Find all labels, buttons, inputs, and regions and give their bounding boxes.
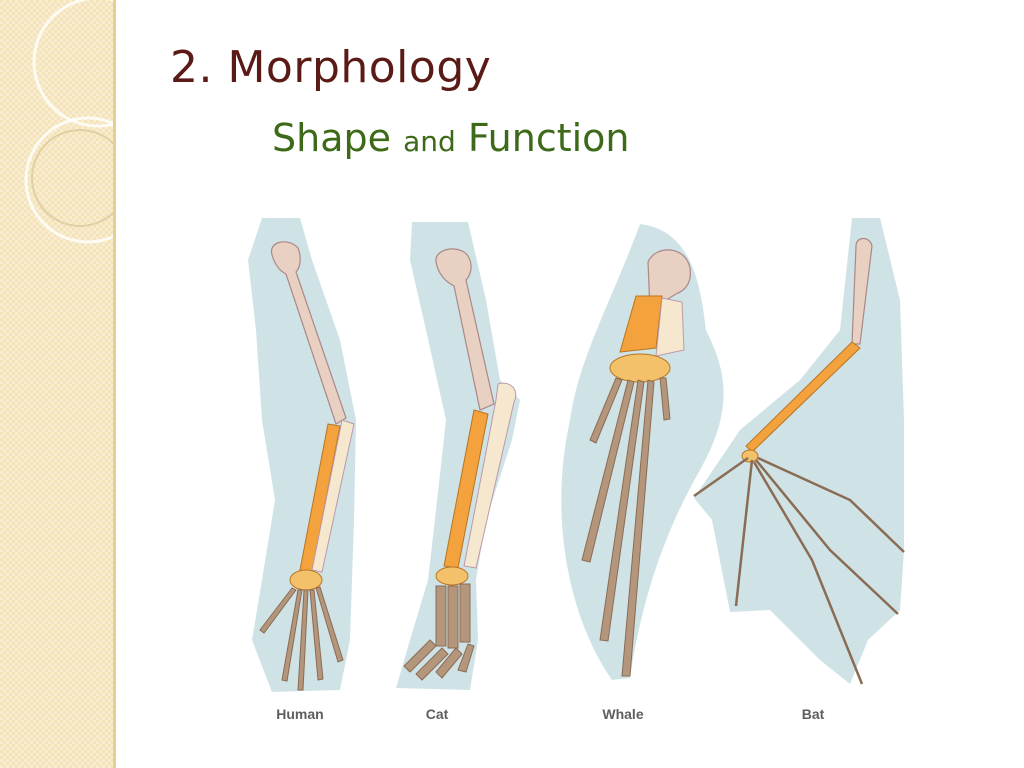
- label-whale: Whale: [602, 706, 644, 722]
- whale-radius: [619, 295, 663, 353]
- cat-carpals: [435, 566, 469, 586]
- subtitle-and: and: [403, 125, 456, 158]
- homologous-limbs-figure: [248, 218, 905, 692]
- slide-title: 2. Morphology: [170, 42, 492, 93]
- subtitle-function: Function: [467, 116, 630, 160]
- cat-humerus: [435, 248, 495, 411]
- bat-limb: [693, 218, 905, 685]
- label-bat: Bat: [801, 706, 825, 722]
- whale-limb: [561, 224, 724, 680]
- cat-digits: [403, 583, 475, 681]
- cat-limb-background: [396, 222, 520, 690]
- bat-digits: [693, 456, 905, 685]
- label-human: Human: [276, 706, 324, 722]
- subtitle-shape: Shape: [272, 116, 391, 160]
- slide-subtitle: Shape and Function: [272, 116, 630, 160]
- label-cat: Cat: [425, 706, 449, 722]
- human-limb-background: [248, 218, 356, 692]
- human-digits: [259, 586, 344, 691]
- cat-ulna: [463, 382, 517, 569]
- bat-humerus: [851, 237, 873, 345]
- cat-limb: [396, 222, 520, 690]
- human-humerus: [271, 241, 347, 425]
- sidebar-edge: [113, 0, 116, 768]
- sidebar-circles-decoration: [24, 0, 113, 244]
- whale-humerus: [647, 249, 691, 312]
- bat-limb-background: [694, 218, 904, 684]
- human-limb: [248, 218, 356, 692]
- human-carpals: [289, 569, 323, 591]
- human-ulna: [311, 419, 355, 573]
- whale-ulna: [655, 297, 685, 357]
- whale-digits: [581, 377, 671, 677]
- decorative-sidebar: [0, 0, 113, 768]
